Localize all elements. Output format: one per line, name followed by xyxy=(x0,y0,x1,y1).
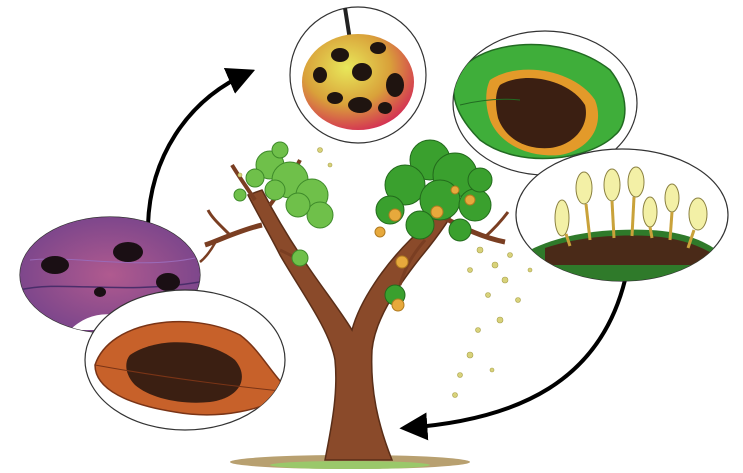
stage-overwintering-fallen-leaf xyxy=(85,290,290,430)
cycle-arrow-to-tree xyxy=(405,280,625,428)
stage-spore-structures xyxy=(516,149,730,290)
stage-scab-on-fruit xyxy=(290,7,426,143)
cycle-arrow-to-fruit xyxy=(148,72,250,225)
